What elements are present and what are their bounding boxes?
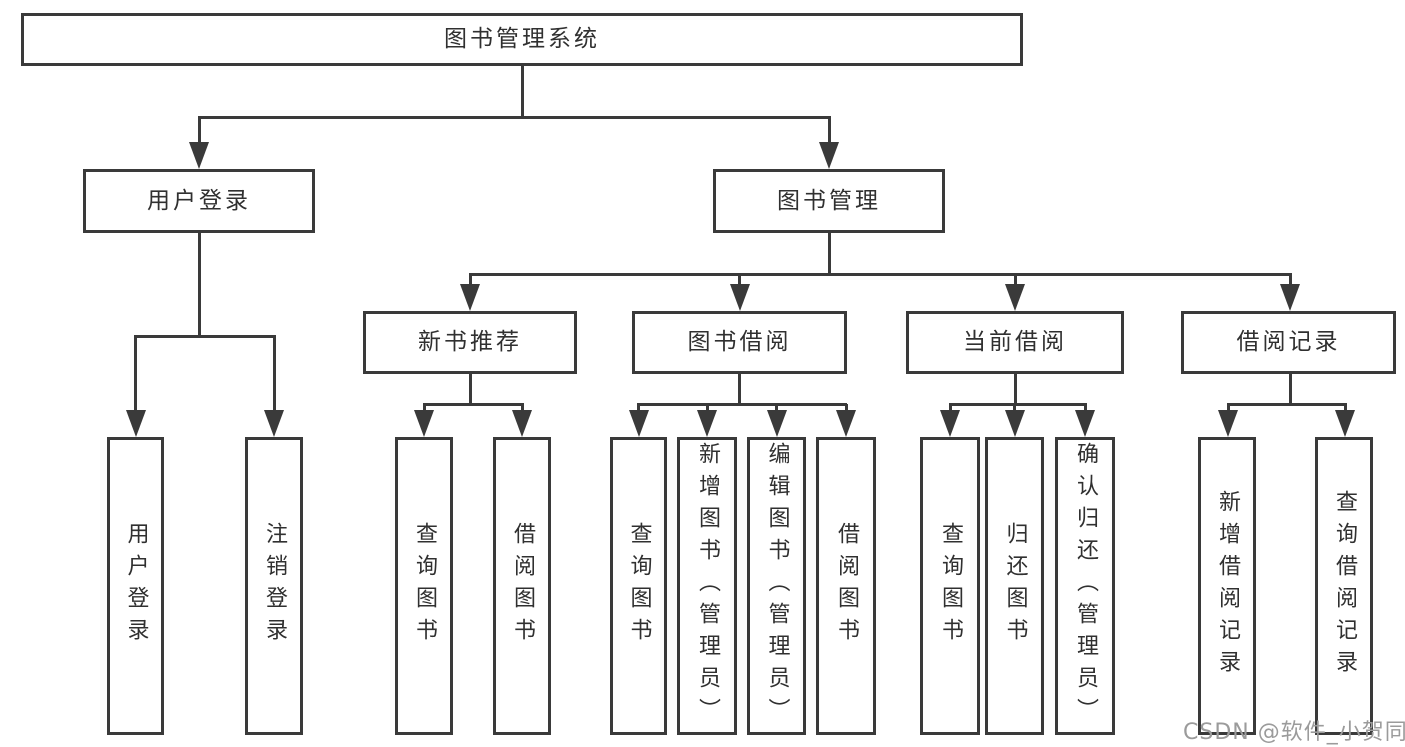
node-label: 图书管理系统	[444, 26, 600, 52]
connector-borrow-stem	[738, 374, 741, 404]
node-label: 新书推荐	[418, 329, 522, 355]
connector-leaf-drop	[272, 336, 276, 414]
node-label: 确认归还（管理员）	[1073, 442, 1098, 730]
connector-l3-drop	[468, 274, 472, 286]
node-label: 借阅图书	[834, 522, 859, 650]
node-book-management: 图书管理	[713, 169, 945, 233]
node-label: 新增图书（管理员）	[695, 442, 720, 730]
node-label: 注销登录	[262, 522, 287, 650]
connector-book-mgmt-drop	[827, 117, 831, 146]
node-label: 当前借阅	[963, 329, 1067, 355]
connector-borrow-bus	[637, 402, 847, 406]
connector-user-stem	[197, 233, 201, 336]
arrow-to-leaf	[836, 410, 856, 437]
leaf-query-book-borrow: 查询图书	[610, 437, 667, 735]
arrow-to-current-borrow	[1005, 284, 1025, 311]
arrow-to-leaf	[628, 410, 649, 437]
connector-leaf-drop	[134, 336, 137, 414]
connector-current-bus	[948, 402, 1087, 406]
arrow-to-new-book	[460, 284, 480, 311]
leaf-user-login: 用户登录	[107, 437, 164, 735]
leaf-add-borrow-record: 新增借阅记录	[1198, 437, 1256, 735]
arrow-to-leaf	[125, 410, 146, 437]
watermark: CSDN @软件_小贺同学	[1183, 720, 1405, 745]
node-label: 图书管理	[777, 187, 881, 214]
connector-l3-drop	[1013, 274, 1017, 286]
leaf-query-borrow-record: 查询借阅记录	[1315, 437, 1373, 735]
node-label: 新增借阅记录	[1215, 490, 1240, 682]
connector-leaf-drop	[637, 404, 640, 413]
connector-leaf-drop	[520, 404, 524, 413]
leaf-borrow-book-borrow: 借阅图书	[816, 437, 876, 735]
connector-user-bus	[134, 334, 276, 338]
connector-root-stem	[520, 66, 524, 117]
node-label: 借阅记录	[1236, 329, 1341, 355]
node-user-login: 用户登录	[83, 169, 315, 233]
node-root: 图书管理系统	[21, 13, 1023, 66]
arrow-to-leaf	[766, 410, 787, 437]
node-label: 借阅图书	[510, 522, 535, 650]
node-book-borrow: 图书借阅	[632, 311, 847, 374]
node-label: 编辑图书（管理员）	[764, 442, 790, 730]
connector-leaf-drop	[1013, 404, 1016, 413]
arrow-to-leaf	[1218, 410, 1238, 437]
connector-leaf-drop	[1083, 404, 1087, 413]
arrow-to-leaf	[697, 410, 717, 437]
connector-leaf-drop	[1226, 404, 1230, 413]
leaf-edit-book-admin: 编辑图书（管理员）	[747, 437, 806, 735]
node-label: 图书借阅	[687, 329, 792, 355]
arrow-to-book-borrow	[729, 284, 750, 311]
connector-leaf-drop	[775, 404, 778, 413]
node-current-borrow: 当前借阅	[906, 311, 1124, 374]
node-label: 查询图书	[938, 522, 963, 650]
arrow-to-leaf	[940, 410, 960, 437]
leaf-add-book-admin: 新增图书（管理员）	[677, 437, 737, 735]
connector-root-bus	[197, 115, 831, 119]
node-label: 用户登录	[123, 522, 149, 650]
connector-newbook-stem	[468, 374, 472, 404]
connector-leaf-drop	[422, 404, 426, 413]
leaf-logout: 注销登录	[245, 437, 303, 735]
connector-leaf-drop	[844, 404, 848, 413]
connector-book-bus	[468, 272, 1292, 276]
node-borrow-record: 借阅记录	[1181, 311, 1396, 374]
node-new-book-recommend: 新书推荐	[363, 311, 577, 374]
connector-l3-drop	[1288, 274, 1292, 286]
arrow-to-leaf	[414, 410, 434, 437]
node-label: 查询图书	[412, 522, 437, 650]
arrow-to-book-mgmt	[819, 142, 839, 169]
connector-newbook-bus	[422, 402, 524, 406]
leaf-query-book-current: 查询图书	[920, 437, 980, 735]
connector-record-stem	[1288, 374, 1292, 404]
arrow-to-leaf	[1004, 410, 1025, 437]
connector-book-stem	[827, 233, 831, 274]
leaf-confirm-return-admin: 确认归还（管理员）	[1055, 437, 1115, 735]
connector-leaf-drop	[705, 404, 709, 413]
connector-leaf-drop	[1343, 404, 1347, 413]
arrow-to-leaf	[1075, 410, 1095, 437]
connector-l3-drop	[738, 274, 741, 286]
connector-leaf-drop	[948, 404, 952, 413]
leaf-borrow-book-newbook: 借阅图书	[493, 437, 551, 735]
leaf-query-book-newbook: 查询图书	[395, 437, 453, 735]
connector-user-login-drop	[197, 117, 201, 146]
leaf-return-book: 归还图书	[985, 437, 1044, 735]
arrow-to-leaf	[512, 410, 532, 437]
node-label: 查询借阅记录	[1332, 490, 1357, 682]
connector-current-stem	[1013, 374, 1017, 404]
connector-record-bus	[1226, 402, 1347, 406]
arrow-to-user-login	[189, 142, 209, 169]
arrow-to-leaf	[1335, 410, 1355, 437]
arrow-to-leaf	[264, 410, 284, 437]
node-label: 归还图书	[1002, 522, 1028, 650]
node-label: 查询图书	[626, 522, 652, 650]
arrow-to-borrow-record	[1280, 284, 1300, 311]
node-label: 用户登录	[147, 187, 251, 214]
